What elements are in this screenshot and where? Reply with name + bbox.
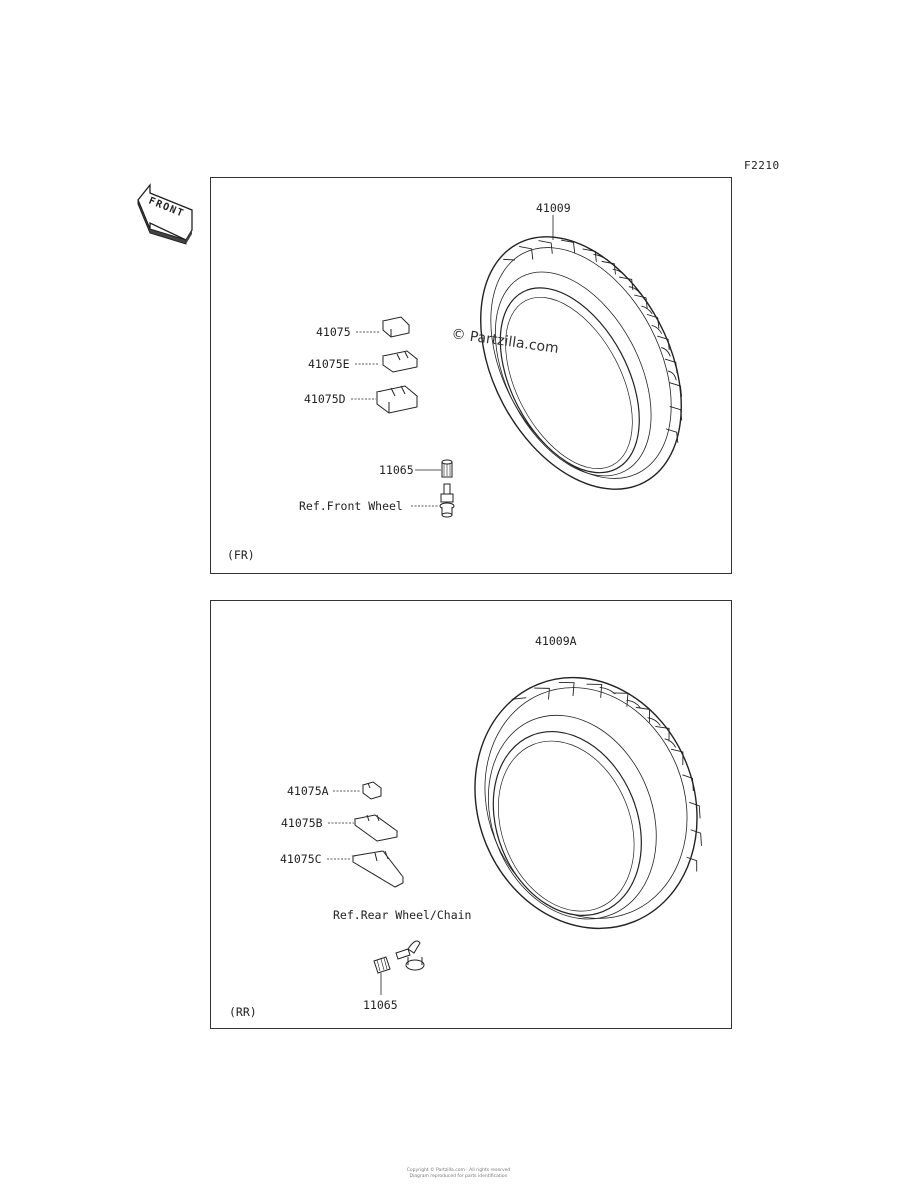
balance-weight-41075[interactable]	[382, 316, 410, 338]
valve-stem-front[interactable]	[439, 483, 455, 518]
front-arrow-label: FRONT	[147, 196, 186, 220]
balance-weight-41075d[interactable]	[375, 385, 419, 414]
callout-41075d: 41075D	[304, 392, 346, 406]
figure-code: F2210	[744, 159, 780, 172]
callout-41009a: 41009A	[535, 634, 577, 648]
valve-cap-11065-rear[interactable]	[373, 956, 391, 974]
balance-weight-41075a[interactable]	[361, 781, 383, 800]
callout-41075b: 41075B	[281, 816, 323, 830]
callout-41075a: 41075A	[287, 784, 329, 798]
callout-11065-rear: 11065	[363, 998, 398, 1012]
valve-cap-11065-front[interactable]	[441, 459, 453, 478]
valve-stem-rear[interactable]	[395, 940, 425, 971]
callout-41009: 41009	[536, 201, 571, 215]
footer-line-1: Copyright © Partzilla.com · All rights r…	[406, 1168, 511, 1173]
rear-tire-panel: 41009A	[210, 600, 732, 1029]
front-panel-tag: (FR)	[227, 548, 255, 562]
callout-ref-front-wheel: Ref.Front Wheel	[299, 499, 403, 513]
front-tire-panel: 41009 © Partzilla.com 41075 41075E 41075…	[210, 177, 732, 574]
callout-ref-rear-wheel: Ref.Rear Wheel/Chain	[333, 908, 471, 922]
callout-41075c: 41075C	[280, 852, 322, 866]
callout-41075: 41075	[316, 325, 351, 339]
balance-weight-41075b[interactable]	[353, 814, 399, 842]
callout-41075e: 41075E	[308, 357, 350, 371]
front-arrow: FRONT	[137, 183, 193, 245]
rear-panel-tag: (RR)	[229, 1005, 257, 1019]
rear-tire[interactable]	[438, 643, 731, 962]
front-tire[interactable]	[440, 202, 723, 523]
balance-weight-41075e[interactable]	[381, 350, 419, 373]
rear-tire-diagram: 41009A	[229, 634, 731, 1019]
balance-weight-41075c[interactable]	[351, 850, 404, 888]
footer-line-2: Diagram reproduced for parts identificat…	[409, 1174, 508, 1179]
front-tire-diagram: 41009 © Partzilla.com 41075 41075E 41075…	[227, 201, 723, 562]
callout-11065-front: 11065	[379, 463, 414, 477]
